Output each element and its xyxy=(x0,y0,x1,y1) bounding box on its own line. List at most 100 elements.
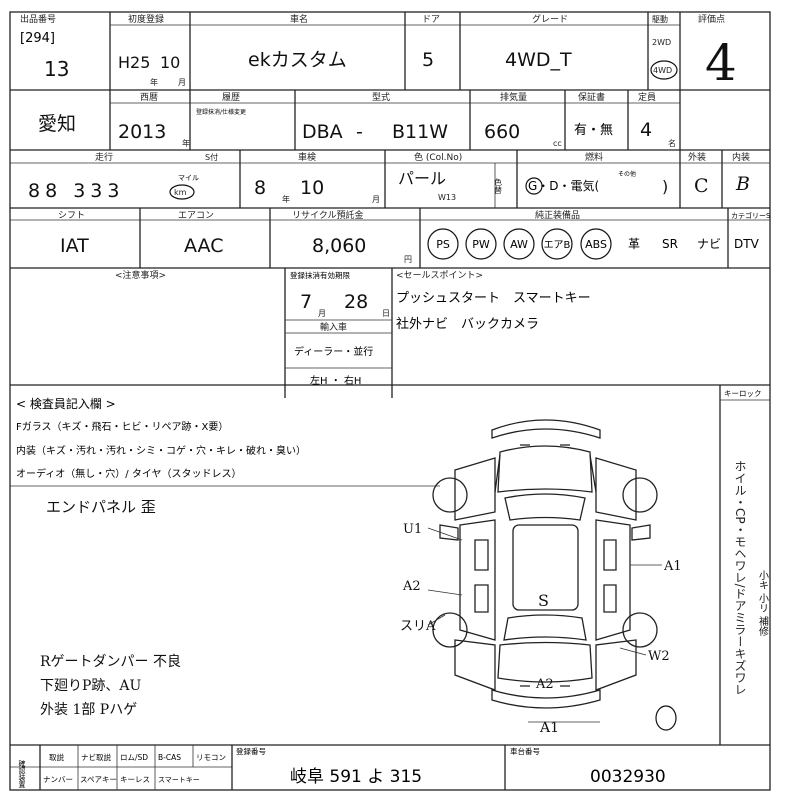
inspector-note-1: エンドパネル 歪 xyxy=(46,498,156,516)
lot-sub: [294] xyxy=(20,31,55,46)
equipment-list: PS PW AW エアB ABS xyxy=(427,228,612,260)
damage-mark: S xyxy=(538,591,549,610)
aircon-value: AAC xyxy=(184,235,223,257)
recycle-unit: 円 xyxy=(404,255,412,264)
expiry-month: 7 xyxy=(300,291,312,313)
inspection-year-unit: 年 xyxy=(282,194,290,204)
inspector-audio: オーディオ（無し・穴）/ タイヤ（スタッドレス） xyxy=(16,467,242,480)
equipment-ps: PS xyxy=(436,238,450,251)
first-reg-month: 10 xyxy=(160,53,180,72)
aircon-label: エアコン xyxy=(178,211,214,221)
exterior-value: C xyxy=(694,175,709,197)
equipment-circle xyxy=(427,228,459,260)
shift-value: IAT xyxy=(60,235,89,257)
import-label: 輸入車 xyxy=(320,321,347,333)
first-reg-value: H25 xyxy=(118,53,150,72)
km-circle xyxy=(169,184,195,200)
drive-4wd: 4WD xyxy=(653,66,672,75)
damage-mark: A2 xyxy=(535,677,554,692)
score-label: 評価点 xyxy=(698,13,725,25)
tv-label: カテゴリーS xyxy=(731,211,771,220)
chassis-number: 0032930 xyxy=(590,767,666,787)
damage-circle xyxy=(655,705,677,731)
plate-number: 岐阜 591 よ 315 xyxy=(290,767,422,787)
drive-4wd-circle xyxy=(650,60,678,80)
footer-items-row2: ナンバー スペアキー キーレス スマートキー xyxy=(43,775,200,784)
equipment-circle xyxy=(541,228,573,260)
doors-label: ドア xyxy=(422,15,440,25)
color-value: パール xyxy=(398,169,446,188)
damage-mark: A1 xyxy=(663,559,682,574)
notes-label: <注意事項> xyxy=(115,269,166,281)
inspector-glass: Fガラス（キズ・飛石・ヒビ・リペア跡・X要） xyxy=(16,420,228,433)
car-diagram xyxy=(432,419,658,709)
damage-mark: W2 xyxy=(648,649,670,664)
region: 愛知 xyxy=(38,113,76,135)
fuel-close: ) xyxy=(662,177,668,196)
fuel-value: G・D・電気( xyxy=(528,178,599,193)
sales-point-2: 社外ナビ バックカメラ xyxy=(396,316,539,332)
equipment-circle xyxy=(465,228,497,260)
first-reg-label: 初度登録 xyxy=(128,13,164,25)
equipment-leather: 革 xyxy=(628,237,640,251)
expiry-month-unit: 月 xyxy=(318,309,326,318)
footer-items-row1: 取説 ナビ取説 ロム/SD B-CAS リモコン xyxy=(49,752,226,762)
damage-mark: A1 xyxy=(539,720,559,736)
equipment-sunroof: SR xyxy=(662,237,678,251)
handle-position: 左H ・ 右H xyxy=(310,374,361,387)
chassis-label: 車台番号 xyxy=(510,746,540,756)
interior-value: B xyxy=(735,173,750,195)
plate-label: 登録番号 xyxy=(236,746,266,756)
year-value: 2013 xyxy=(118,121,166,143)
car-name: ekカスタム xyxy=(248,49,347,71)
displacement-unit: cc xyxy=(553,139,562,148)
equipment-airbag: エアB xyxy=(544,240,571,251)
mileage-value: 88 333 xyxy=(28,180,124,202)
mileage-label: 走行 xyxy=(95,151,113,163)
displacement-label: 排気量 xyxy=(500,91,527,103)
equipment-circle xyxy=(580,228,612,260)
capacity-unit: 名 xyxy=(668,138,676,148)
damage-mark: U1 xyxy=(403,522,422,537)
model-code: B11W xyxy=(392,121,448,143)
footer-item: B-CAS xyxy=(158,753,181,762)
grade-value: 4WD_T xyxy=(505,49,572,71)
equipment-tv: DTV xyxy=(734,237,760,251)
mileage-mile: マイル xyxy=(178,174,199,182)
equipment-abs: ABS xyxy=(585,238,607,251)
key-lock-label: キーロック xyxy=(724,389,762,398)
inspector-title: < 検査員記入欄 > xyxy=(16,396,116,411)
model-dash: - xyxy=(356,121,363,143)
fuel-other: その他 xyxy=(618,170,636,178)
equipment-navi: ナビ xyxy=(697,237,721,251)
footer-item: 取説 xyxy=(49,752,64,762)
equipment-aw: AW xyxy=(510,238,528,251)
drive-2wd: 2WD xyxy=(652,38,671,47)
footer-item: ナンバー xyxy=(43,775,73,784)
mileage-km: km xyxy=(174,188,187,197)
damage-marks: U1 A1 A2 スリA S W2 A2 A1 xyxy=(400,522,682,736)
equipment-label: 純正装備品 xyxy=(535,209,580,221)
lot-label: 出品番号 xyxy=(20,13,56,25)
first-reg-unit-month: 月 xyxy=(178,78,186,87)
history-sub: 登録抹消/仕様変更 xyxy=(196,108,246,116)
color-code: W13 xyxy=(438,193,456,202)
car-name-label: 車名 xyxy=(290,13,308,25)
year-unit: 年 xyxy=(182,138,190,148)
warranty-value: 有・無 xyxy=(574,123,613,138)
capacity-label: 定員 xyxy=(638,91,656,103)
expiry-day: 28 xyxy=(344,291,368,313)
color-label: 色 (Col.No) xyxy=(414,151,462,163)
first-reg-unit-year: 年 xyxy=(150,77,158,87)
doors-value: 5 xyxy=(422,49,434,71)
import-type: ディーラー・並行 xyxy=(294,345,373,358)
model-label: 型式 xyxy=(372,91,390,103)
score-value: 4 xyxy=(705,34,737,92)
sales-point-1: プッシュスタート スマートキー xyxy=(396,291,591,306)
footer-item: ロム/SD xyxy=(120,753,148,762)
drive-label: 駆動 xyxy=(652,15,668,24)
expiry-day-unit: 日 xyxy=(382,309,390,318)
footer-item: スマートキー xyxy=(158,776,200,784)
expiry-label: 登録抹消有効期限 xyxy=(290,270,350,280)
mileage-unit-label: S付 xyxy=(205,152,218,162)
